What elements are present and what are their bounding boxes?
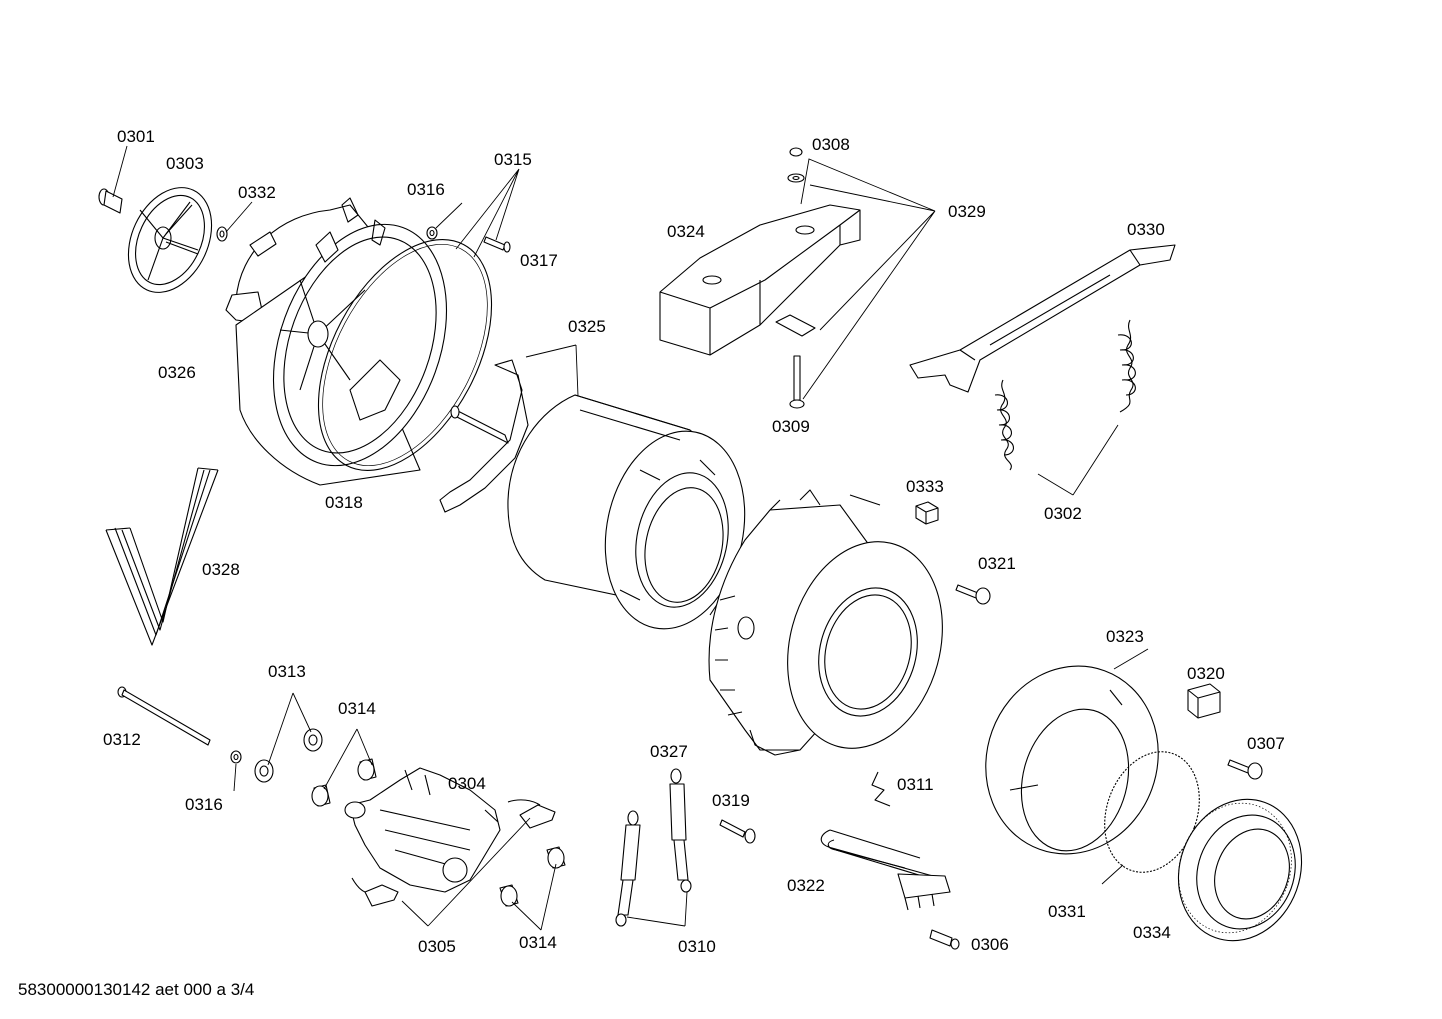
part-labels: 0301 0303 0332 0315 0316 0317 0308 0329 … [103,127,1285,956]
document-id-footer: 58300000130142 aet 000 a 3/4 [18,980,255,999]
part-0308-nut-drawing [787,147,805,183]
part-0319-screw-drawing [719,819,756,844]
label-0312: 0312 [103,730,141,749]
label-0316-top: 0316 [407,180,445,199]
part-0331-wire-ring-drawing [1104,751,1200,873]
part-0320-clip-drawing [1187,683,1221,719]
label-0333: 0333 [906,477,944,496]
label-0330: 0330 [1127,220,1165,239]
label-0327: 0327 [650,742,688,761]
part-0326-rear-tub-drawing [225,197,448,486]
label-0315: 0315 [494,150,532,169]
part-0329-bracket-drawing [775,314,816,337]
label-0311: 0311 [897,775,934,794]
part-0306-sensor-drawing [929,929,960,950]
label-0307: 0307 [1247,734,1285,753]
label-0317: 0317 [520,251,558,270]
part-0304-motor-drawing [344,767,501,893]
label-0328: 0328 [202,560,240,579]
label-0323: 0323 [1106,627,1144,646]
label-0324: 0324 [667,222,705,241]
label-0314-bottom: 0314 [519,933,557,952]
part-front-tub-drawing [708,489,943,756]
part-0324-counterweight-drawing [659,204,861,356]
part-0309-bolt-drawing [789,355,805,409]
part-0314-bushings-bottom-drawing [499,846,566,907]
label-0325: 0325 [568,317,606,336]
label-0310: 0310 [678,937,716,956]
label-0314-top: 0314 [338,699,376,718]
part-0316-nut-bottom-drawing [230,750,242,764]
label-0304: 0304 [448,774,486,793]
label-0334: 0334 [1133,923,1171,942]
part-0311-clip-drawing [871,771,891,807]
part-0323-weight-ring-drawing [985,665,1159,855]
label-0322: 0322 [787,876,825,895]
part-0302-springs-drawing [994,319,1136,471]
label-0308: 0308 [812,135,850,154]
leader-lines [112,145,1149,931]
part-0313-bushings-drawing [254,728,323,783]
part-0307-screw-drawing [1227,759,1263,780]
part-0322-heater-drawing [820,829,951,911]
label-0305: 0305 [418,937,456,956]
part-0321-screw-drawing [955,584,991,605]
part-0303-pulley-drawing [127,187,213,293]
part-0317-screw-drawing [483,236,511,253]
label-0321: 0321 [978,554,1016,573]
part-0333-cube-drawing [915,501,939,525]
label-0301: 0301 [117,127,155,146]
label-0320: 0320 [1187,664,1225,683]
label-0302: 0302 [1044,504,1082,523]
part-0328-belt-drawing [105,467,219,646]
label-0329: 0329 [948,202,986,221]
label-0306: 0306 [971,935,1009,954]
part-0334-bellow-drawing [1177,798,1303,942]
part-0318-gasket-drawing [317,239,493,471]
label-0313: 0313 [268,662,306,681]
part-0314-bushings-top-drawing [311,758,377,807]
part-0325-drum-drawing [439,359,746,630]
part-0310-dampers-drawing [615,768,692,927]
label-0332: 0332 [238,183,276,202]
label-0316-bottom: 0316 [185,795,223,814]
label-0331: 0331 [1048,902,1086,921]
part-0332-washer-drawing [216,226,228,242]
label-0303: 0303 [166,154,204,173]
label-0326: 0326 [158,363,196,382]
part-0301-bolt-drawing [98,188,123,214]
part-0316-nut-top-drawing [426,226,438,240]
label-0309: 0309 [772,417,810,436]
label-0318: 0318 [325,493,363,512]
part-0330-bracket-bar-drawing [909,244,1176,393]
part-0312-rod-drawing [117,686,211,746]
part-0305-brushes-drawing [351,799,556,907]
label-0319: 0319 [712,791,750,810]
